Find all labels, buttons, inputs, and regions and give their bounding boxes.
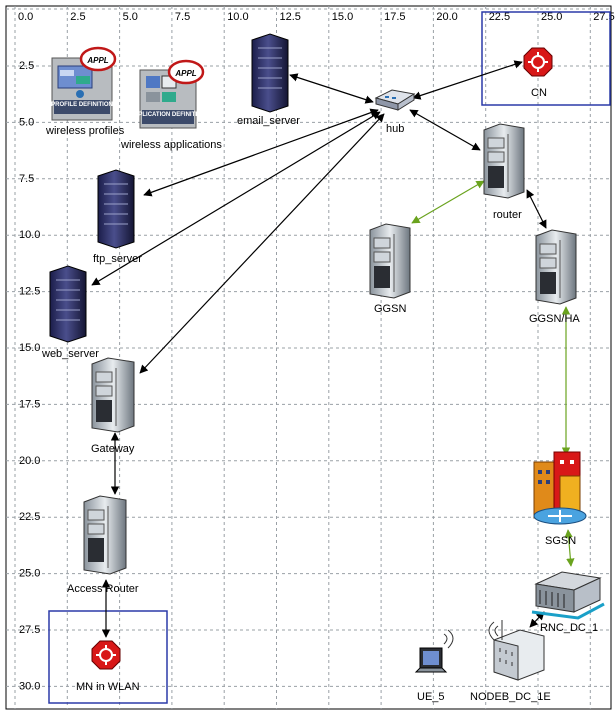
rnc-icon [531, 571, 605, 620]
mn-label: MN in WLAN [76, 681, 140, 693]
application-definition-icon: APPLICATION DEFINITION APPL [130, 59, 206, 129]
web-server-node[interactable]: web_server [41, 265, 99, 360]
router-octagon-icon [91, 640, 121, 670]
sgsn-node[interactable]: SGSN [533, 451, 587, 547]
nodeb-label: NODEB_DC_1E [470, 691, 551, 703]
router-rack-icon [91, 357, 135, 433]
x-tick-label: 27.5 [593, 11, 614, 23]
router-rack-icon [483, 123, 525, 199]
links [91, 60, 575, 638]
profiles-node[interactable]: PROFILE DEFINITION APPL wireless profile… [45, 46, 125, 137]
x-tick-label: 7.5 [175, 11, 190, 23]
server-icon [49, 265, 87, 343]
building-icon [533, 451, 587, 525]
applications-node[interactable]: APPLICATION DEFINITION APPL wireless app… [120, 59, 222, 151]
access-router-node[interactable]: Access Router [67, 495, 139, 595]
y-tick-label: 30.0 [19, 680, 40, 692]
server-icon [97, 169, 135, 249]
profile-definition-icon: PROFILE DEFINITION APPL [51, 46, 117, 121]
profile-caption: PROFILE DEFINITION [51, 102, 113, 108]
web-server-label: web_server [41, 348, 99, 360]
router-rack-icon [535, 229, 577, 305]
cn-subnet-box[interactable] [481, 11, 611, 106]
ggsn-node[interactable]: GGSN [369, 223, 411, 315]
x-axis-ticks: 0.0 2.5 5.0 7.5 10.0 12.5 15.0 17.5 20.0 22.5 25.0… [18, 11, 615, 23]
rnc-node[interactable]: RNC_DC_1 [531, 571, 605, 634]
y-tick-label: 27.5 [19, 624, 40, 636]
x-tick-label: 2.5 [70, 11, 85, 23]
router-node[interactable]: router [483, 123, 525, 221]
application-caption: APPLICATION DEFINITION [130, 112, 206, 118]
nodeb-icon [488, 620, 545, 681]
ue-label: UE_5 [417, 691, 445, 703]
y-tick-label: 20.0 [19, 455, 40, 467]
hub-node[interactable]: hub [374, 89, 416, 135]
profile-badge: APPL [86, 56, 108, 65]
router-rack-icon [83, 495, 127, 575]
x-tick-label: 17.5 [384, 11, 405, 23]
y-tick-label: 22.5 [19, 511, 40, 523]
ue-node[interactable]: UE_5 [414, 629, 454, 703]
mn-node[interactable]: MN in WLAN [76, 640, 140, 693]
hub-icon [374, 89, 416, 111]
ggsn-label: GGSN [374, 303, 406, 315]
x-tick-label: 22.5 [489, 11, 510, 23]
y-tick-label: 10.0 [19, 229, 40, 241]
ggsn-ha-node[interactable]: GGSN/HA [529, 229, 580, 325]
y-tick-label: 7.5 [19, 173, 34, 185]
hub-label: hub [386, 123, 404, 135]
sgsn-label: SGSN [545, 535, 576, 547]
y-tick-label: 17.5 [19, 398, 40, 410]
link-router-ggsn-ha[interactable] [526, 189, 547, 229]
y-axis-ticks: 2.5 5.0 7.5 10.0 12.5 15.0 17.5 20.0 22.5 25.0 27.… [19, 60, 40, 692]
gateway-node[interactable]: Gateway [91, 357, 135, 455]
access-router-label: Access Router [67, 583, 139, 595]
link-hub-router[interactable] [409, 109, 481, 151]
y-tick-label: 12.5 [19, 286, 40, 298]
x-tick-label: 25.0 [541, 11, 562, 23]
router-octagon-icon [523, 47, 553, 77]
link-router-ggsn[interactable] [411, 180, 485, 224]
nodeb-node[interactable]: NODEB_DC_1E [470, 620, 551, 703]
laptop-icon [414, 629, 454, 673]
ggsn-ha-label: GGSN/HA [529, 313, 580, 325]
x-tick-label: 12.5 [280, 11, 301, 23]
gateway-label: Gateway [91, 443, 135, 455]
email-server-node[interactable]: email_server [237, 33, 300, 127]
x-tick-label: 15.0 [332, 11, 353, 23]
y-tick-label: 15.0 [19, 342, 40, 354]
link-hub-email-server[interactable] [289, 73, 374, 104]
email-server-label: email_server [237, 115, 300, 127]
x-tick-label: 5.0 [123, 11, 138, 23]
cn-label: CN [531, 87, 547, 99]
x-tick-label: 20.0 [436, 11, 457, 23]
link-hub-cn[interactable] [412, 60, 523, 100]
ftp-server-node[interactable]: ftp_server [93, 169, 142, 265]
x-tick-label: 10.0 [227, 11, 248, 23]
y-tick-label: 25.0 [19, 568, 40, 580]
profiles-label: wireless profiles [45, 125, 125, 137]
link-hub-gateway[interactable] [139, 113, 385, 374]
application-badge: APPL [174, 69, 196, 78]
rnc-label: RNC_DC_1 [540, 622, 598, 634]
x-tick-label: 0.0 [18, 11, 33, 23]
cn-node[interactable]: CN [523, 47, 553, 99]
y-tick-label: 2.5 [19, 60, 34, 72]
link-sgsn-rnc[interactable] [564, 529, 575, 567]
router-label: router [493, 209, 522, 221]
y-tick-label: 5.0 [19, 116, 34, 128]
applications-label: wireless applications [120, 139, 222, 151]
server-icon [251, 33, 289, 113]
router-rack-icon [369, 223, 411, 299]
ftp-server-label: ftp_server [93, 253, 142, 265]
